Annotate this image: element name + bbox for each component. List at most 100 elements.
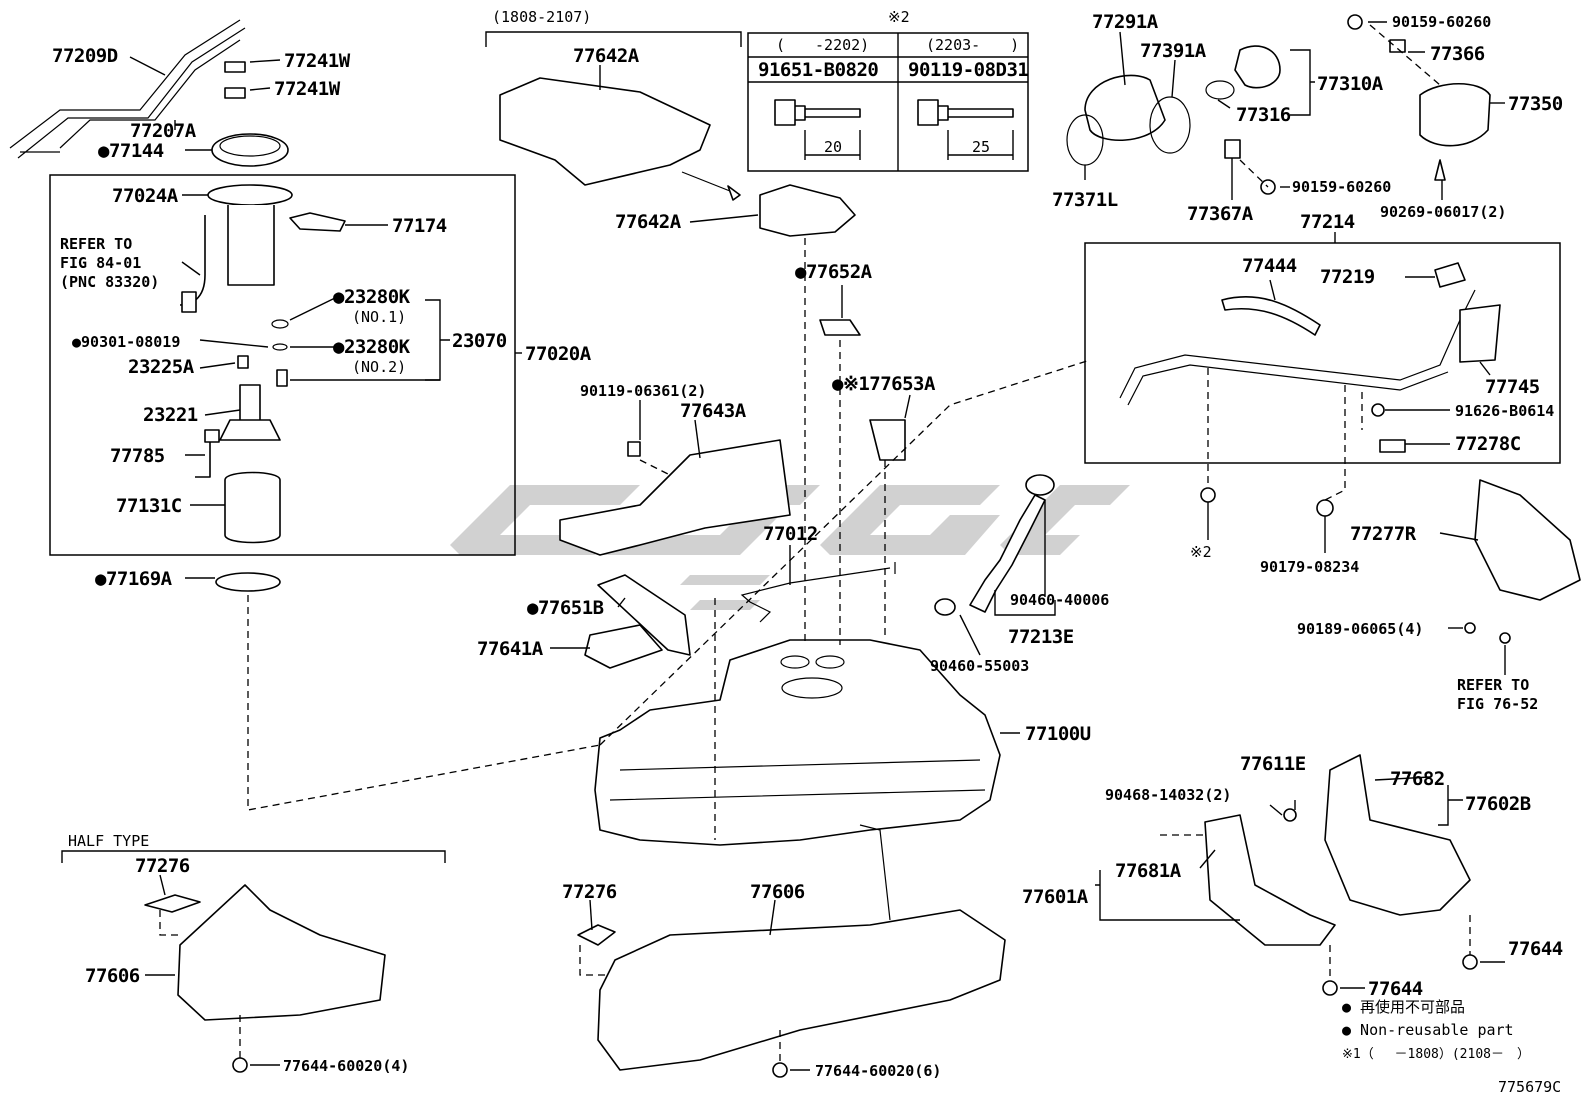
label-77100U: 77100U bbox=[1025, 723, 1091, 745]
label-77012: 77012 bbox=[763, 523, 818, 545]
label-77276-half: 77276 bbox=[135, 855, 190, 877]
label-90179-08234: 90179-08234 bbox=[1260, 558, 1359, 576]
label-23221: 23221 bbox=[143, 404, 198, 426]
pad-77652A bbox=[819, 319, 861, 336]
label-77024A: 77024A bbox=[112, 185, 179, 207]
label-note2-bolt: ※2 bbox=[1190, 543, 1212, 561]
clamp-90460-55003 bbox=[934, 598, 956, 616]
label-77391A: 77391A bbox=[1140, 40, 1207, 62]
clip-90189 bbox=[1464, 622, 1476, 634]
label-90301-08019: ●90301-08019 bbox=[72, 333, 180, 351]
label-77366: 77366 bbox=[1430, 43, 1485, 65]
half-type-label: HALF TYPE bbox=[68, 832, 149, 850]
date-range-label: (1808-2107) bbox=[492, 8, 591, 26]
label-77020A: 77020A bbox=[525, 343, 592, 365]
label-77745: 77745 bbox=[1485, 376, 1540, 398]
label-77169A: ●77169A bbox=[95, 568, 173, 590]
bracket-77367A bbox=[1224, 139, 1241, 159]
ring-77371L bbox=[1066, 114, 1104, 166]
label-90159-60260-b: 90159-60260 bbox=[1292, 178, 1391, 196]
pipe-77012 bbox=[740, 562, 896, 623]
label-no2: (NO.2) bbox=[352, 358, 406, 376]
label-77371L: 77371L bbox=[1052, 189, 1118, 211]
hinge-77366 bbox=[1389, 39, 1406, 53]
under-cover-77606-half bbox=[177, 884, 386, 1021]
bracket-77745 bbox=[1459, 304, 1501, 363]
label-77642A-b: 77642A bbox=[615, 211, 682, 233]
filler-pipe-assembly-box bbox=[1084, 242, 1561, 464]
nut-90179 bbox=[1316, 499, 1334, 517]
label-23225A: 23225A bbox=[128, 356, 195, 378]
label-23280K-no1: ●23280K bbox=[333, 286, 411, 308]
gasket-77169A bbox=[215, 572, 281, 592]
table-col2-length: 25 bbox=[972, 138, 990, 156]
figure-code: 775679C bbox=[1498, 1078, 1561, 1096]
table-note2-mark: ※2 bbox=[888, 8, 910, 26]
filler-neck-77291A bbox=[1084, 74, 1166, 141]
under-cover-77606-full bbox=[597, 909, 1006, 1071]
label-90189-06065: 90189-06065(4) bbox=[1297, 620, 1423, 638]
bolt-77644-60020-4 bbox=[232, 1057, 248, 1073]
label-23070: 23070 bbox=[452, 330, 507, 352]
pad-77651B bbox=[597, 574, 691, 656]
label-77606-half: 77606 bbox=[85, 965, 140, 987]
label-77291A: 77291A bbox=[1092, 11, 1159, 33]
label-77641A: 77641A bbox=[477, 638, 544, 660]
cover-77219 bbox=[1434, 262, 1466, 288]
label-23280K-no2: ●23280K bbox=[333, 336, 411, 358]
pad-77641A bbox=[584, 624, 663, 669]
screw-90159-a bbox=[1347, 14, 1363, 30]
label-77277R: 77277R bbox=[1350, 523, 1417, 545]
bolt-77644-60020-6 bbox=[772, 1062, 788, 1078]
bolt-77644-a bbox=[1462, 954, 1478, 970]
clamp-77278C bbox=[1379, 439, 1406, 453]
fuel-tube-77207A bbox=[59, 39, 241, 149]
heat-shield-77642A bbox=[499, 77, 711, 186]
bolt-note2 bbox=[1200, 487, 1216, 503]
label-77681A: 77681A bbox=[1115, 860, 1182, 882]
fuel-tank-77100U bbox=[594, 639, 1001, 846]
label-77785: 77785 bbox=[110, 445, 165, 467]
label-no1: (NO.1) bbox=[352, 308, 406, 326]
label-77444: 77444 bbox=[1242, 255, 1297, 277]
fuel-tube-77209D bbox=[9, 19, 246, 159]
label-77278C: 77278C bbox=[1455, 433, 1521, 455]
refer-to-76-line1: REFER TO bbox=[1457, 676, 1529, 694]
refer-to-84-line1: REFER TO bbox=[60, 235, 132, 253]
pad-77653A bbox=[869, 419, 906, 461]
label-90119-06361: 90119-06361(2) bbox=[580, 382, 706, 400]
gasket-77391A bbox=[1149, 96, 1191, 154]
fuel-pump-drawing bbox=[179, 184, 346, 544]
label-90460-55003: 90460-55003 bbox=[930, 657, 1029, 675]
part-labels: 77209D 77241W 77241W 77207A ●77144 77024… bbox=[52, 11, 1563, 1080]
refer-to-76-line2: FIG 76-52 bbox=[1457, 695, 1538, 713]
label-77601A: 77601A bbox=[1022, 886, 1089, 908]
table-col1-part: 91651-B0820 bbox=[758, 59, 878, 81]
label-77350: 77350 bbox=[1508, 93, 1563, 115]
label-77367A: 77367A bbox=[1187, 203, 1254, 225]
label-77144: ●77144 bbox=[98, 140, 164, 162]
bolt-90468 bbox=[1283, 808, 1297, 822]
fuel-pump-assembly-box bbox=[49, 174, 516, 556]
bracket-77276-half bbox=[144, 894, 201, 913]
label-77131C: 77131C bbox=[116, 495, 182, 517]
label-91626-B0614: 91626-B0614 bbox=[1455, 402, 1554, 420]
label-77276-full: 77276 bbox=[562, 881, 617, 903]
splash-shield-77277R bbox=[1474, 479, 1581, 601]
label-77644-60020-4: 77644-60020(4) bbox=[283, 1057, 409, 1075]
leader-lines bbox=[129, 21, 1506, 1071]
label-77316: 77316 bbox=[1236, 104, 1291, 126]
label-77213E: 77213E bbox=[1008, 626, 1074, 648]
label-77219: 77219 bbox=[1320, 266, 1375, 288]
refer-to-84-line2: FIG 84-01 bbox=[60, 254, 141, 272]
label-77606-full: 77606 bbox=[750, 881, 805, 903]
gasket-77316 bbox=[1205, 80, 1235, 100]
label-77209D: 77209D bbox=[52, 45, 118, 67]
bracket-77276-full bbox=[577, 924, 616, 946]
label-77642A-a: 77642A bbox=[573, 45, 640, 67]
label-77207A: 77207A bbox=[130, 120, 197, 142]
label-77644-b: 77644 bbox=[1368, 978, 1423, 1000]
clamp-90460-40006 bbox=[1025, 474, 1055, 496]
label-77602B: 77602B bbox=[1465, 793, 1531, 815]
